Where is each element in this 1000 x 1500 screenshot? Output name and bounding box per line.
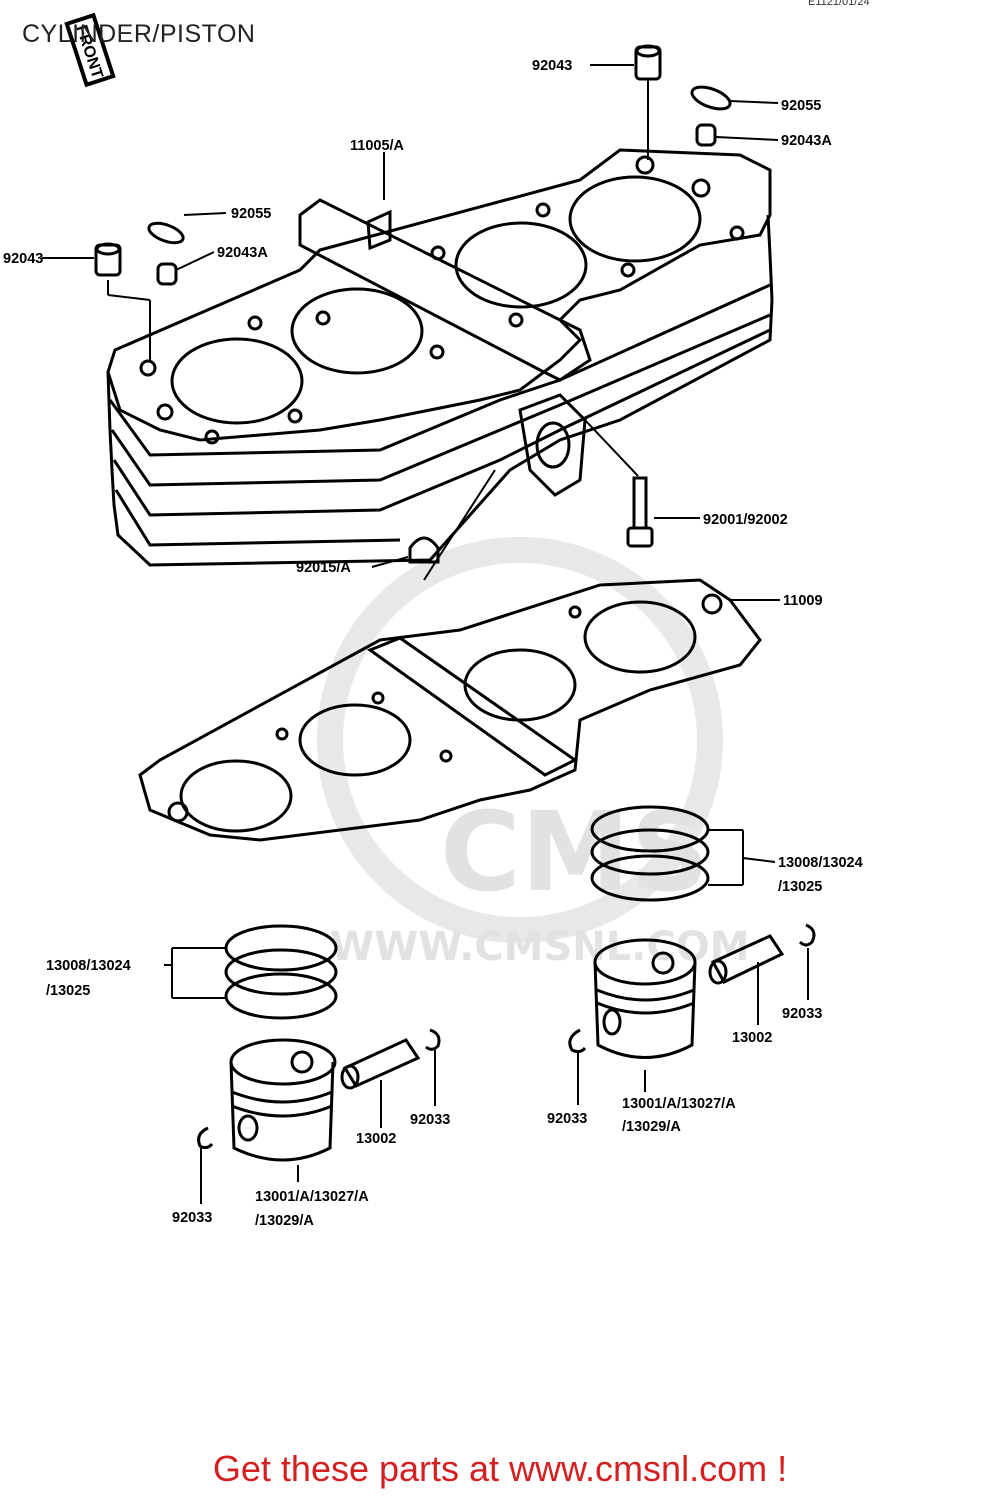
callout-92043a-top: 92043A [781, 133, 832, 149]
piston-rings-left [224, 924, 338, 1020]
circlip-right-b [568, 1028, 587, 1054]
callout-clip-right-a: 92033 [782, 1006, 822, 1022]
watermark: CMS WWW.CMSNL.COM [317, 537, 750, 970]
watermark-brand: CMS [440, 788, 709, 916]
callout-11005: 11005/A [350, 138, 405, 154]
footer-link[interactable]: Get these parts at www.cmsnl.com ! [212, 1448, 788, 1489]
dowel-pin-left [94, 242, 122, 277]
callout-rings-right-2: /13025 [778, 879, 822, 895]
callout-92055-left: 92055 [231, 206, 271, 222]
callout-piston-left-2: /13029/A [255, 1213, 314, 1229]
callout-pin-right: 13002 [732, 1030, 772, 1046]
piston-pin-right [708, 934, 785, 985]
callout-92043a-left: 92043A [217, 245, 268, 261]
piston-left [229, 1038, 337, 1162]
callout-11009: 11009 [783, 593, 823, 609]
callout-rings-left-2: /13025 [46, 983, 90, 999]
callout-92015: 92015/A [296, 560, 351, 576]
circlip-right-a [798, 923, 816, 947]
callout-piston-right-1: 13001/A/13027/A [622, 1096, 736, 1112]
dowel-small-top [695, 123, 717, 147]
callout-clip-left-a: 92033 [410, 1112, 450, 1128]
circlip-left-a [425, 1028, 441, 1051]
o-ring-top [690, 85, 732, 111]
page-title: CYLINDER/PISTON [22, 20, 256, 48]
watermark-url: WWW.CMSNL.COM [330, 924, 750, 970]
callout-piston-right-2: /13029/A [622, 1119, 681, 1135]
callout-pin-left: 13002 [356, 1131, 396, 1147]
circlip-left-b [197, 1126, 214, 1150]
callout-92043-left: 92043 [3, 251, 43, 267]
piston-right [593, 938, 697, 1059]
cylinder-block [106, 148, 774, 567]
dowel-small-left [156, 262, 178, 286]
diagram-code: E1121/01/24 [808, 0, 870, 8]
leader-lines [42, 64, 809, 1204]
callout-labels: 92043 92055 92043A 11005/A 92055 92043 9… [3, 58, 863, 1229]
callout-92043-top: 92043 [532, 58, 572, 74]
callout-92055-top: 92055 [781, 98, 821, 114]
callout-rings-left-1: 13008/13024 [46, 958, 131, 974]
callout-rings-right-1: 13008/13024 [778, 855, 863, 871]
piston-pin-left [340, 1038, 421, 1090]
callout-clip-left-b: 92033 [172, 1210, 212, 1226]
callout-clip-right-b: 92033 [547, 1111, 587, 1127]
bolt [626, 476, 654, 548]
dowel-pin-top [634, 44, 662, 81]
callout-92001: 92001/92002 [703, 512, 788, 528]
callout-piston-left-1: 13001/A/13027/A [255, 1189, 369, 1205]
o-ring-left [147, 221, 185, 245]
cylinder-base-gasket [138, 578, 762, 842]
